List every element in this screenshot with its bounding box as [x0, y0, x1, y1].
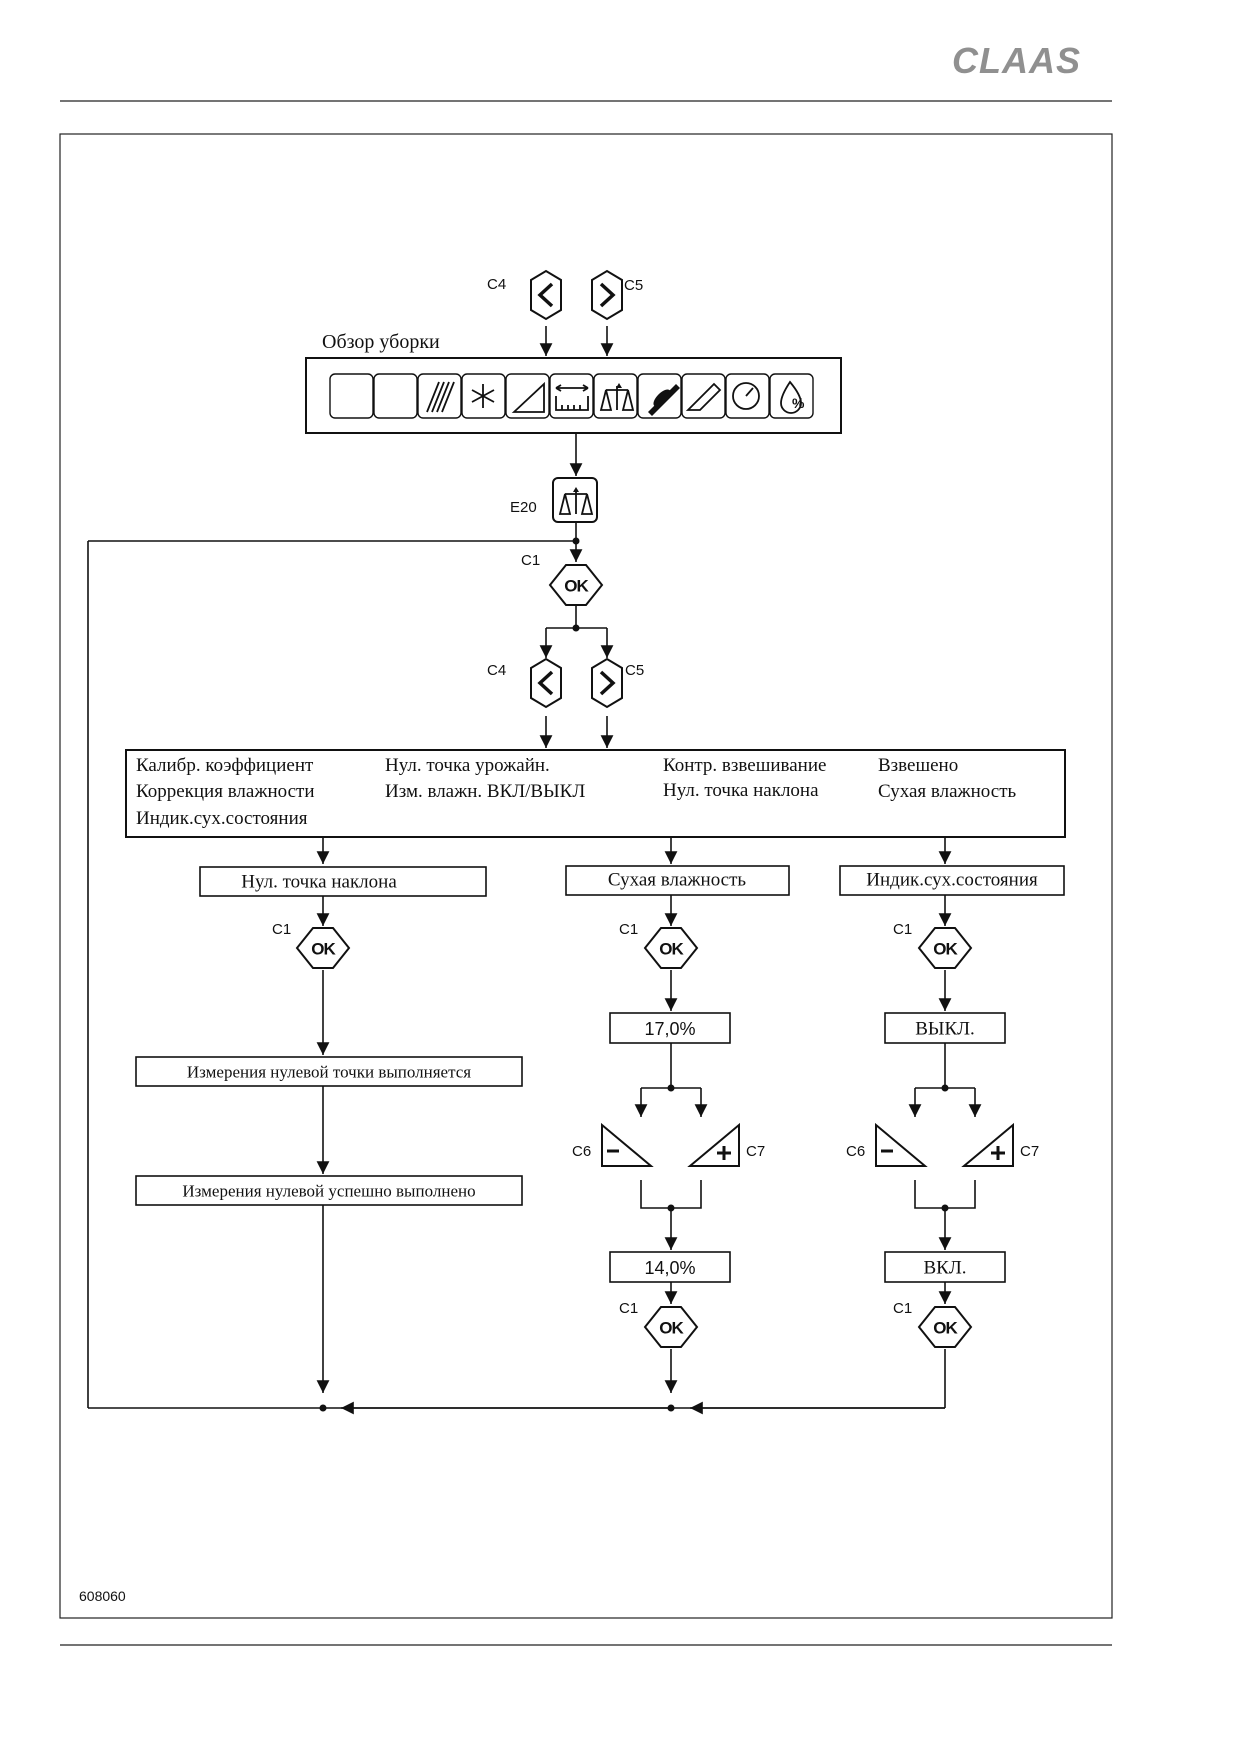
key-label-c5: C5 [624, 277, 644, 294]
key-c4-top [530, 269, 562, 321]
key-label-c1: C1 [893, 921, 913, 938]
ok-key[interactable]: OK [659, 939, 683, 959]
overview-icon-row [329, 373, 814, 419]
plus-key-shape-b3 [961, 1122, 1014, 1167]
ok-key-shape-3 [643, 927, 699, 969]
branch1-step1: Измерения нулевой точки выполняется [186, 1062, 472, 1082]
menu-item: Калибр. коэффициент [136, 755, 314, 776]
percent-glyph: % [792, 395, 805, 411]
menu-item: Сухая влажность [878, 781, 1017, 802]
branch2-value1: 17,0% [644, 1019, 696, 1039]
menu-item: Изм. влажн. ВКЛ/ВЫКЛ [385, 781, 586, 802]
menu-item: Нул. точка наклона [663, 780, 819, 801]
key-label-c7: C7 [1020, 1143, 1040, 1160]
menu-item: Взвешено [878, 755, 959, 776]
menu-item: Индик.сух.состояния [136, 808, 308, 829]
menu-item: Контр. взвешивание [663, 755, 827, 776]
minus-key-shape-b3 [875, 1122, 928, 1167]
key-c5-top [591, 269, 623, 321]
ok-key[interactable]: OK [311, 939, 335, 959]
key-label-c6: C6 [846, 1143, 866, 1160]
key-label-c6: C6 [572, 1143, 592, 1160]
key-label-c4: C4 [487, 276, 507, 293]
key-label-c1: C1 [619, 1300, 639, 1317]
ok-key[interactable]: OK [564, 576, 588, 596]
menu-item: Нул. точка урожайн. [385, 755, 550, 776]
display-code-label: E20 [510, 499, 537, 516]
key-c5-mid [591, 657, 623, 709]
figure-code: 608060 [79, 1588, 126, 1604]
ok-key-shape-6 [917, 1306, 973, 1348]
key-label-c1: C1 [893, 1300, 913, 1317]
ok-key[interactable]: OK [659, 1318, 683, 1338]
e20-scale-key [552, 477, 598, 523]
ok-key[interactable]: OK [933, 1318, 957, 1338]
figure-frame [59, 133, 1113, 1619]
branch3-value1: ВЫКЛ. [915, 1018, 975, 1040]
branch2-value2: 14,0% [644, 1258, 696, 1278]
key-label-c4: C4 [487, 662, 507, 679]
key-label-c1: C1 [619, 921, 639, 938]
claas-logo: CLAAS [952, 40, 1081, 81]
ok-key-shape-2 [295, 927, 351, 969]
key-label-c1: C1 [272, 921, 292, 938]
ok-key[interactable]: OK [933, 939, 957, 959]
branch1-title: Нул. точка наклона [241, 871, 397, 893]
branch3-value2: ВКЛ. [923, 1257, 967, 1279]
minus-key-shape-b2 [601, 1122, 654, 1167]
plus-key-shape-b2 [687, 1122, 740, 1167]
key-label-c1: C1 [521, 552, 541, 569]
key-c4-mid [530, 657, 562, 709]
function-menu-box [125, 749, 1066, 838]
menu-item: Коррекция влажности [136, 781, 315, 802]
branch1-step2: Измерения нулевой успешно выполнено [182, 1181, 476, 1201]
overview-panel [305, 357, 842, 434]
key-label-c7: C7 [746, 1143, 766, 1160]
key-label-c5: C5 [625, 662, 645, 679]
ok-key-shape-1 [548, 564, 604, 606]
branch3-title: Индик.сух.состояния [866, 869, 1038, 891]
branch2-title: Сухая влажность [607, 869, 747, 891]
overview-title: Обзор уборки [322, 331, 440, 353]
ok-key-shape-5 [643, 1306, 699, 1348]
ok-key-shape-4 [917, 927, 973, 969]
